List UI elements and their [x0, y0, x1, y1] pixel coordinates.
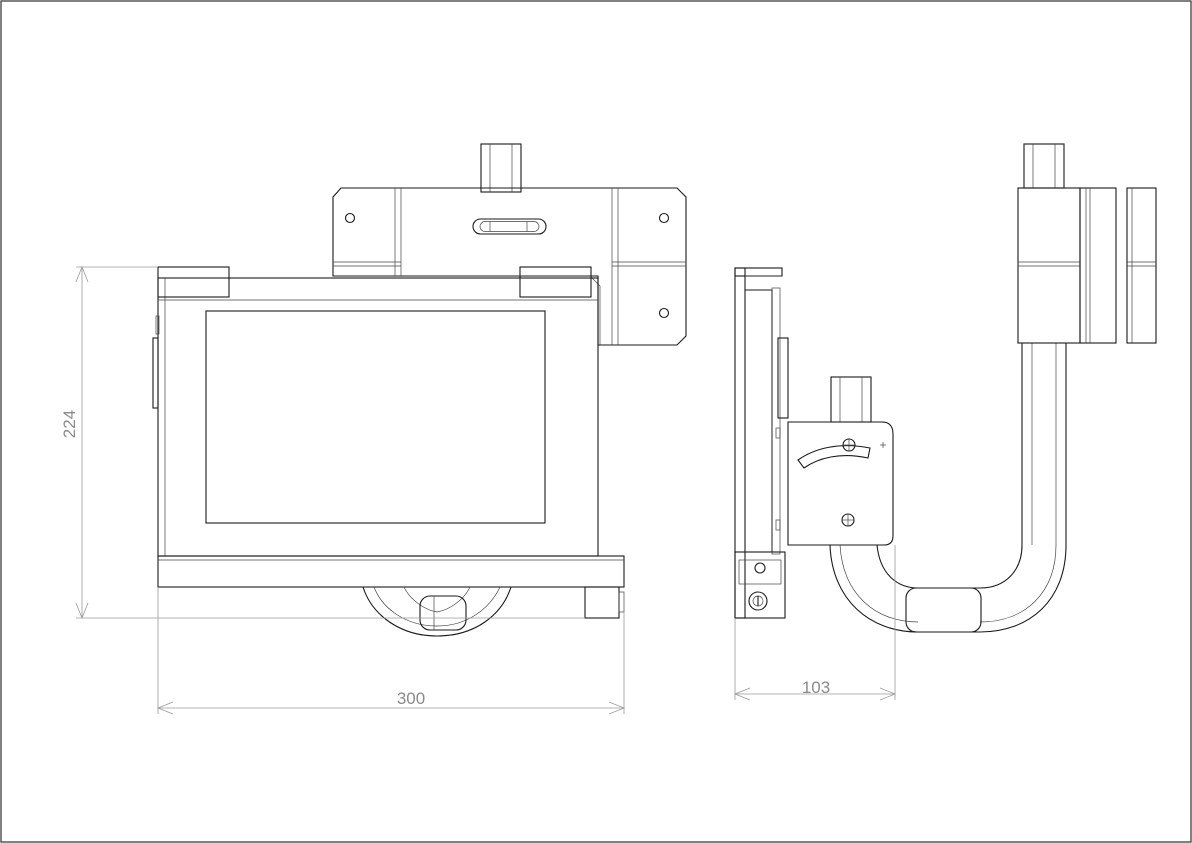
lock-block: [584, 586, 620, 619]
front-pipe-stub: [480, 143, 522, 193]
mounting-bracket: [332, 187, 687, 346]
dim-label-depth: 103: [802, 678, 830, 697]
pipe-sleeve: [905, 587, 982, 633]
monitor-screen: [205, 310, 546, 524]
bolt-hole: [658, 307, 670, 319]
adjust-slot: [472, 218, 547, 235]
bent-pipe: [829, 343, 1067, 633]
dimension-depth: [733, 545, 897, 701]
bottom-tray: [157, 555, 625, 588]
lock-housing: [734, 551, 786, 619]
top-clamp-assembly: [1017, 143, 1157, 344]
dimension-width: [156, 587, 626, 715]
monitor-side-profile: [734, 267, 789, 619]
side-view: [733, 143, 1157, 701]
pivot-bracket: [787, 376, 894, 546]
side-button: [152, 337, 159, 409]
bolt-hole: [658, 212, 670, 224]
lock-cylinder: [748, 591, 768, 611]
bolt-hole: [344, 212, 356, 224]
dim-label-height: 224: [60, 410, 79, 438]
top-clamp-left: [157, 266, 230, 298]
side-knob: [777, 337, 789, 419]
top-clamp-right: [519, 266, 592, 298]
front-view: [75, 143, 687, 715]
dimension-height: [75, 265, 585, 620]
dim-label-width: 300: [397, 689, 425, 708]
monitor-housing: [152, 266, 625, 619]
front-pipe-loop: [362, 586, 512, 637]
